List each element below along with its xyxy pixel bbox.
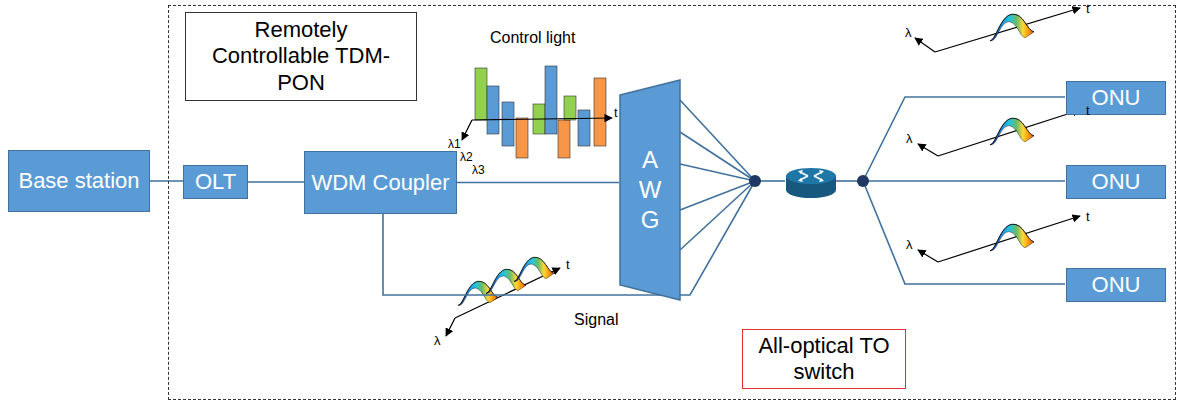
diagram-label: λ (434, 334, 441, 347)
node-text: WDM Coupler (311, 170, 449, 195)
onu-box: ONU (1066, 165, 1166, 198)
fiber-connector (150, 180, 183, 182)
control-light-pulses (475, 66, 606, 158)
onu-box: ONU (1066, 268, 1166, 301)
wavelength-axis (446, 318, 455, 336)
node-text: ONU (1092, 85, 1141, 110)
node-text: All-optical TO switch (749, 333, 899, 386)
diagram-label: t (1086, 210, 1090, 223)
diagram-label: t (566, 258, 570, 271)
onu-pulse (918, 110, 1080, 156)
fiber-connector (248, 181, 304, 183)
splice-dot (857, 175, 869, 187)
fiber-connector (457, 182, 619, 184)
awg-label: A W G (638, 145, 662, 235)
signal-pulse (458, 281, 498, 305)
signal-pulse (514, 257, 554, 281)
wdm-coupler-box: WDM Coupler (304, 151, 456, 214)
onu-pulse (918, 216, 1080, 262)
awg-block: A W G (619, 79, 681, 301)
diagram-label: λ2 (460, 151, 473, 163)
time-axis (472, 118, 612, 120)
node-text: OLT (195, 169, 236, 194)
node-text: ONU (1092, 272, 1141, 297)
diagram-label: t (1086, 2, 1090, 15)
diagram-label: Control light (490, 30, 575, 46)
onu-box: ONU (1066, 81, 1166, 114)
diagram-label: t (1086, 104, 1090, 117)
tdm-pon-region: Remotely Controllable TDM-PON OLT WDM Coup… (168, 5, 1176, 400)
node-text: Base station (18, 168, 139, 193)
diagram-label: Signal (574, 312, 618, 328)
signal-pulse (486, 269, 526, 293)
diagram-label: t (614, 106, 618, 119)
heading-box: Remotely Controllable TDM-PON (185, 12, 417, 101)
onu-pulse (915, 8, 1080, 52)
diagram-label: λ (906, 132, 913, 145)
diagram-label: λ1 (448, 138, 461, 150)
diagram-label: λ (906, 238, 913, 251)
olt-box: OLT (183, 165, 248, 198)
switch-callout-box: All-optical TO switch (742, 329, 906, 390)
wavelength-axis (462, 120, 472, 140)
diagram-label: λ3 (472, 164, 485, 176)
node-text: ONU (1092, 169, 1141, 194)
splice-dot (749, 175, 761, 187)
heading-text: Remotely Controllable TDM-PON (196, 17, 406, 96)
diagram-label: λ (905, 26, 912, 39)
fiber-wire (383, 97, 1065, 295)
base-station-box: Base station (8, 150, 150, 212)
router-icon (786, 168, 836, 198)
